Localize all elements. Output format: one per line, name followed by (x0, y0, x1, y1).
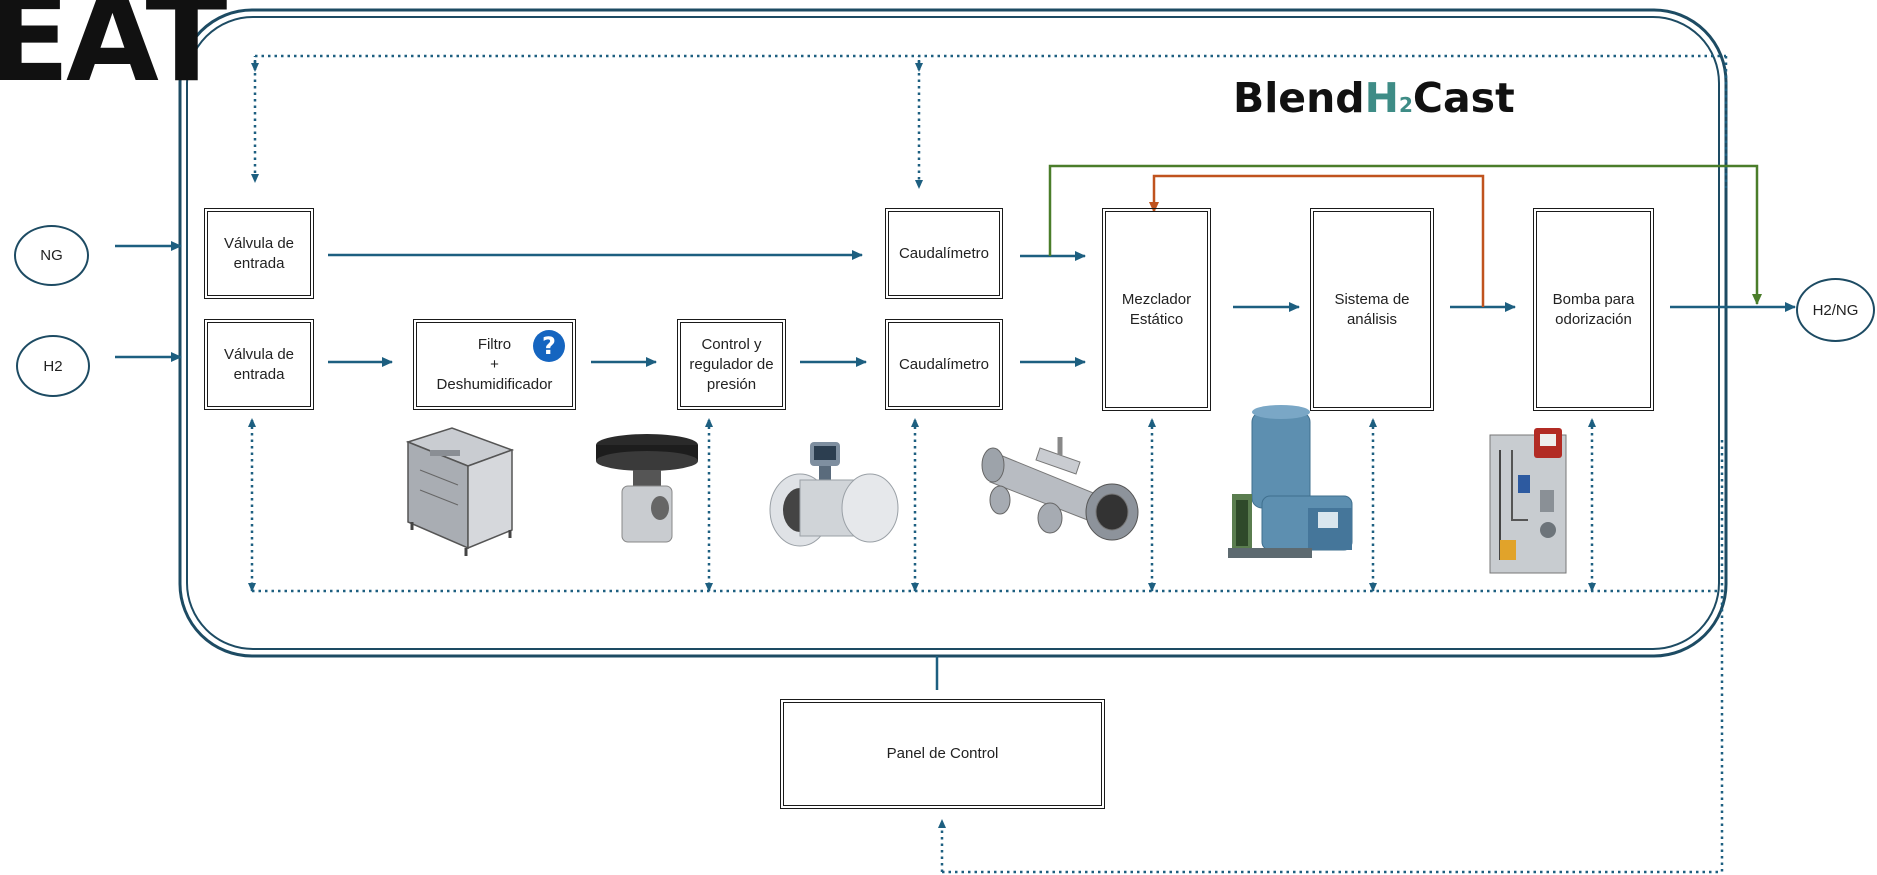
signal-network (248, 54, 1728, 874)
gas-chromatograph-icon (1228, 405, 1353, 558)
h2-ng-output-node: H2/NG (1796, 278, 1875, 342)
odorization-line2: odorización (1555, 310, 1632, 328)
static-mixer-pipe-icon (981, 437, 1139, 541)
brand-part-h: H (1364, 74, 1399, 122)
brand-logo: BlendH2Cast (1233, 74, 1515, 122)
analysis-line2: análisis (1346, 310, 1397, 328)
control-panel-box: Panel de Control (780, 699, 1105, 809)
flowmeter-ng-box: Caudalímetro (885, 208, 1003, 299)
mixer-line2: Estático (1129, 310, 1184, 328)
static-mixer-box: Mezclador Estático (1102, 208, 1211, 411)
pressure-line2: regulador de (689, 355, 774, 373)
bypass-line (1048, 164, 1762, 305)
system-enclosure (178, 8, 1728, 658)
mixer-line1: Mezclador (1121, 290, 1192, 308)
h2-input-node: H2 (16, 335, 90, 397)
process-flow (115, 241, 1796, 367)
recirculation-line (1149, 174, 1485, 307)
pressure-regulator-icon (596, 434, 698, 543)
inlet-valve-ng-box: Válvula de entrada (204, 208, 314, 299)
ng-input-label: NG (40, 247, 63, 264)
inlet-valve-h2-line2: entrada (233, 365, 285, 383)
analysis-system-box: Sistema de análisis (1310, 208, 1434, 411)
flowmeter-ng-label: Caudalímetro (898, 244, 990, 262)
flowmeter-h2-label: Caudalímetro (898, 355, 990, 373)
odorization-pump-box: Bomba para odorización (1533, 208, 1654, 411)
flowmeter-icon (769, 442, 899, 547)
odorization-line1: Bomba para (1552, 290, 1635, 308)
filter-line1: Filtro (477, 335, 512, 353)
help-icon[interactable]: ? (533, 330, 565, 362)
inlet-valve-ng-line1: Válvula de (223, 234, 295, 252)
filter-dehumidifier-cabinet-icon (405, 427, 515, 556)
control-panel-label: Panel de Control (886, 745, 999, 762)
brand-part-subscript: 2 (1398, 93, 1413, 117)
inlet-valve-ng-line2: entrada (233, 254, 285, 272)
output-label: H2/NG (1812, 301, 1859, 319)
inlet-valve-h2-line1: Válvula de (223, 345, 295, 363)
pressure-line3: presión (706, 375, 757, 393)
brand-part-cast: Cast (1412, 74, 1515, 122)
cut-off-heading-fragment: EAT (0, 0, 227, 109)
flowmeter-h2-box: Caudalímetro (885, 319, 1003, 410)
odorization-pump-panel-icon (1489, 428, 1567, 574)
pressure-line1: Control y (701, 335, 762, 353)
ng-input-node: NG (14, 225, 89, 286)
brand-part-blend: Blend (1233, 74, 1365, 122)
h2-input-label: H2 (43, 357, 63, 375)
pressure-control-box: Control y regulador de presión (677, 319, 786, 410)
inlet-valve-h2-box: Válvula de entrada (204, 319, 314, 410)
filter-line2: + (490, 355, 499, 373)
filter-line3: Deshumidificador (436, 375, 553, 393)
analysis-line1: Sistema de (1334, 290, 1410, 308)
